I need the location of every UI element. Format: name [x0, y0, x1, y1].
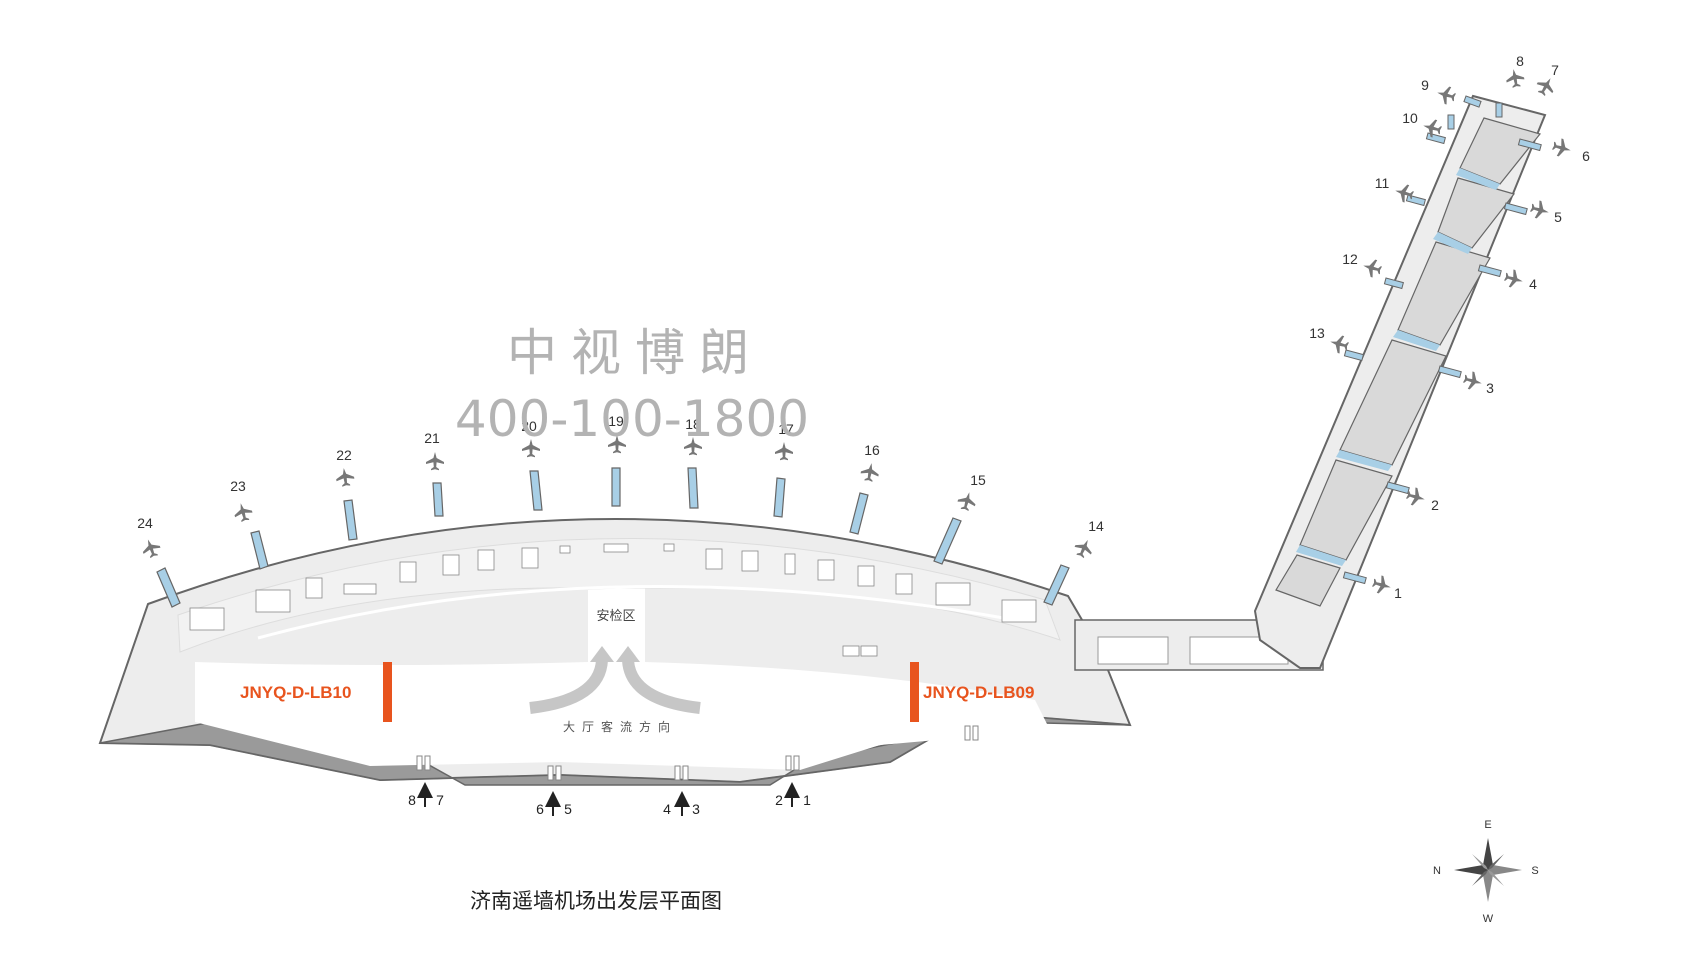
svg-text:4: 4 [1529, 276, 1537, 292]
ad-label-right[interactable]: JNYQ-D-LB09 [923, 683, 1034, 702]
svg-text:5: 5 [564, 801, 572, 817]
svg-text:13: 13 [1309, 325, 1325, 341]
svg-text:21: 21 [424, 430, 440, 446]
compass-rose-icon [1454, 838, 1522, 902]
svg-text:23: 23 [230, 478, 246, 494]
gate-numbers: 1 2 3 4 5 6 7 8 9 10 11 12 13 14 15 16 1… [137, 53, 1590, 601]
svg-text:20: 20 [521, 418, 537, 434]
svg-text:17: 17 [778, 421, 794, 437]
airside-corridor [177, 538, 1061, 653]
svg-text:2: 2 [775, 792, 783, 808]
svg-text:2: 2 [1431, 497, 1439, 513]
jet-bridges [156, 467, 1070, 608]
checkin-area [195, 587, 1050, 770]
svg-text:24: 24 [137, 515, 153, 531]
svg-text:3: 3 [692, 801, 700, 817]
svg-text:7: 7 [1551, 62, 1559, 78]
svg-text:6: 6 [1582, 148, 1590, 164]
connector-room-1 [1097, 636, 1169, 665]
svg-text:19: 19 [608, 413, 624, 429]
svg-text:18: 18 [685, 416, 701, 432]
svg-text:12: 12 [1342, 251, 1358, 267]
flow-arrow-right-head [616, 646, 640, 662]
flow-arrow-left [529, 659, 608, 714]
flow-arrow-left-head [590, 646, 614, 662]
watermark-brand: 中视博朗 [507, 324, 763, 382]
svg-text:6: 6 [536, 801, 544, 817]
counters [189, 543, 1037, 657]
compass-s: S [1531, 865, 1538, 877]
svg-text:15: 15 [970, 472, 986, 488]
watermark-phone: 400-100-1800 [455, 390, 809, 448]
departure-curb [99, 715, 1131, 786]
corridor-edge [257, 585, 1016, 640]
ad-bar-right[interactable] [910, 662, 919, 722]
flow-label: 大厅客流方向 [563, 719, 677, 734]
svg-text:5: 5 [1554, 209, 1562, 225]
compass-w: W [1483, 913, 1494, 925]
map-caption: 济南遥墙机场出发层平面图 [470, 889, 722, 913]
entrance-doors [416, 725, 979, 781]
svg-text:1: 1 [803, 792, 811, 808]
entrance-numbers: 8 7 6 5 4 3 2 1 [408, 792, 811, 817]
svg-text:16: 16 [864, 442, 880, 458]
svg-text:7: 7 [436, 792, 444, 808]
svg-text:22: 22 [336, 447, 352, 463]
pier-bridges [1342, 95, 1542, 585]
compass-n: N [1433, 865, 1441, 877]
svg-text:10: 10 [1402, 110, 1418, 126]
svg-text:8: 8 [408, 792, 416, 808]
svg-text:3: 3 [1486, 380, 1494, 396]
entrance-arrows [417, 782, 800, 816]
compass-e: E [1484, 819, 1491, 831]
ad-label-left[interactable]: JNYQ-D-LB10 [240, 683, 351, 702]
pier-glazing [1296, 168, 1500, 566]
ad-bar-left[interactable] [383, 662, 392, 722]
svg-text:1: 1 [1394, 585, 1402, 601]
svg-text:4: 4 [663, 801, 671, 817]
flow-arrow-right [622, 659, 701, 714]
svg-text:14: 14 [1088, 518, 1104, 534]
pier-blocks [1275, 117, 1542, 607]
security-label: 安检区 [596, 609, 635, 624]
svg-text:9: 9 [1421, 77, 1429, 93]
svg-text:8: 8 [1516, 53, 1524, 69]
svg-text:11: 11 [1375, 175, 1390, 191]
